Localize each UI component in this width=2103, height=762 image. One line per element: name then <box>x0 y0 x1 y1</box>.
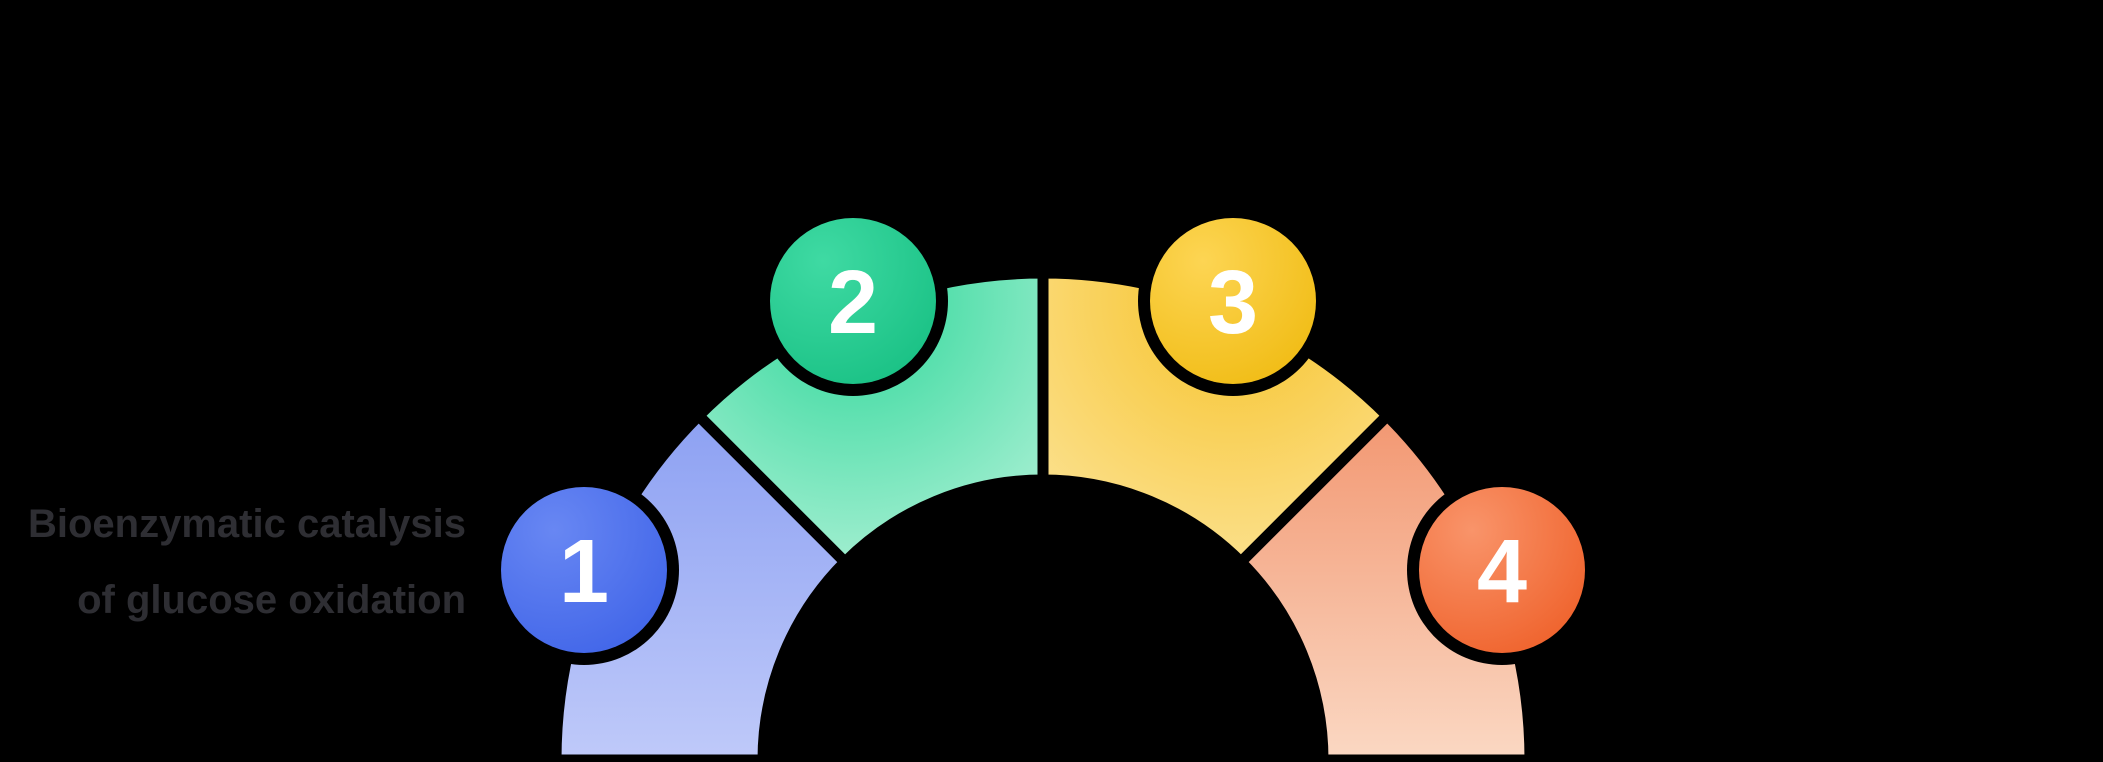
step-1-label: Bioenzymatic catalysis of glucose oxidat… <box>28 502 466 622</box>
step-badge-2: 2 <box>758 206 948 396</box>
badge-number-1: 1 <box>559 522 609 622</box>
arc-ring <box>550 267 1536 762</box>
badge-number-3: 3 <box>1208 253 1258 353</box>
badge-circle-2 <box>770 218 936 384</box>
step-badge-1: 1 <box>489 475 679 665</box>
label-line-2: of glucose oxidation <box>77 578 466 622</box>
badge-number-2: 2 <box>828 253 878 353</box>
label-line-1: Bioenzymatic catalysis <box>28 502 466 546</box>
step-badge-4: 4 <box>1407 475 1597 665</box>
step-badge-3: 3 <box>1138 206 1328 396</box>
step-badges: 1 2 3 4 <box>489 206 1597 665</box>
badge-number-4: 4 <box>1477 522 1527 622</box>
badge-circle-4 <box>1419 487 1585 653</box>
badge-circle-3 <box>1150 218 1316 384</box>
badge-circle-1 <box>501 487 667 653</box>
